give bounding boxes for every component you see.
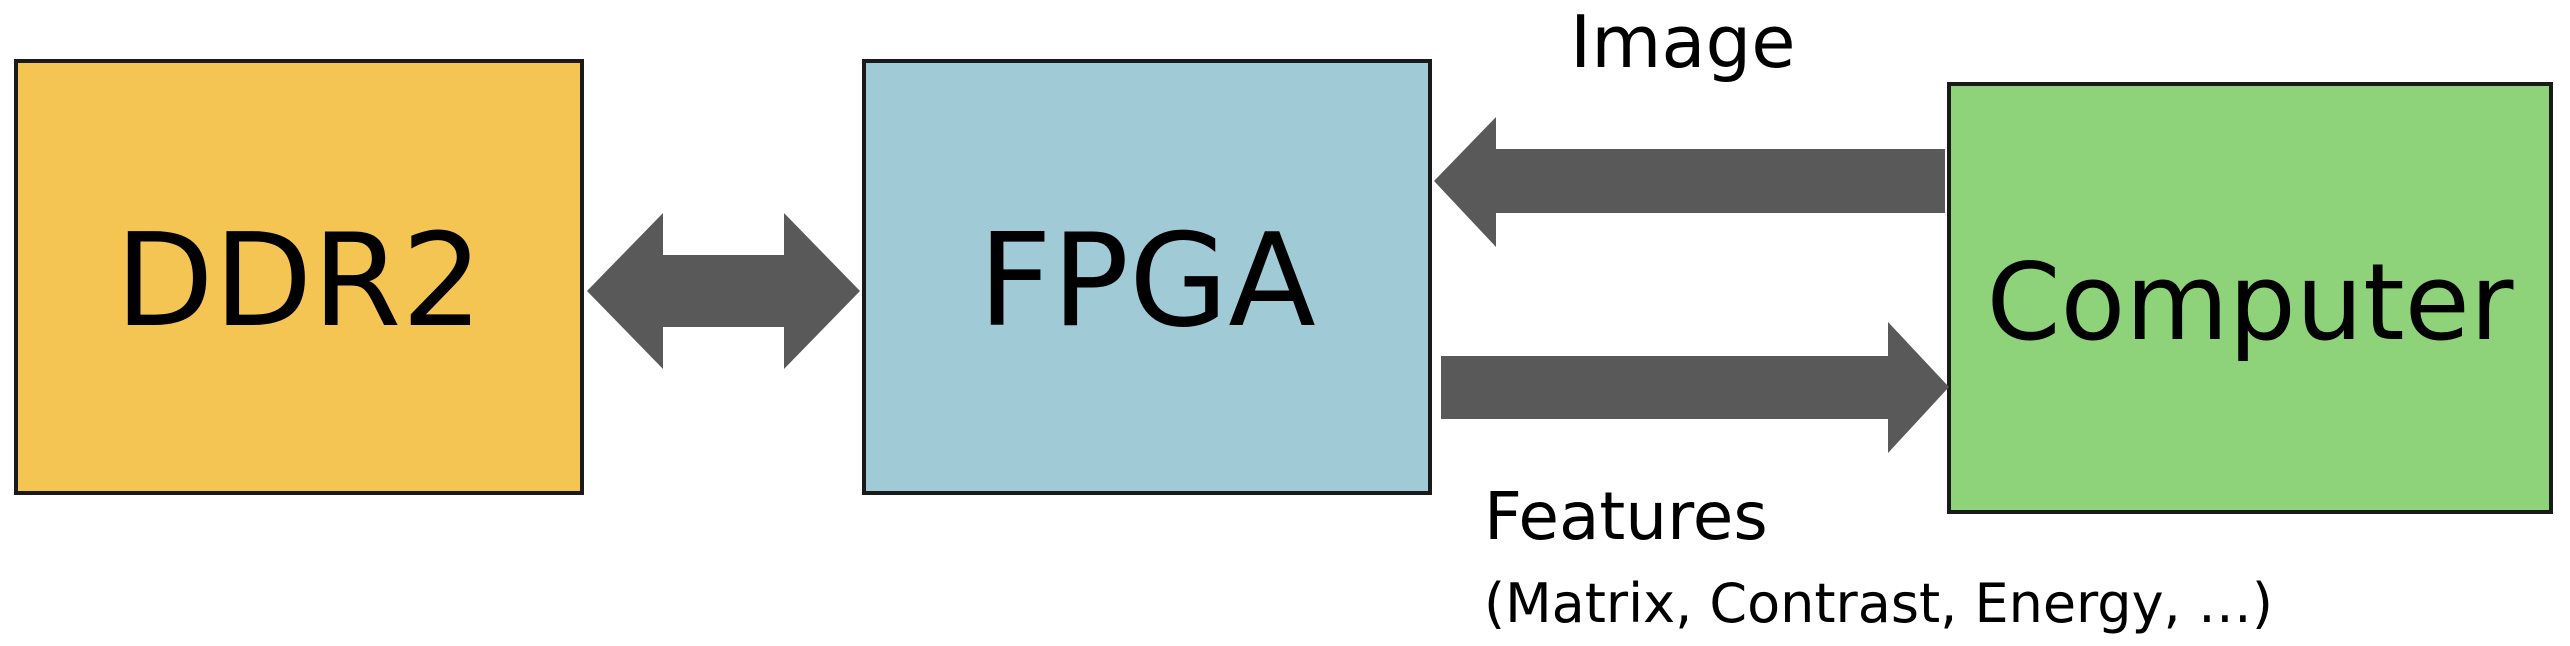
image-edge-label: Image: [1570, 0, 1796, 84]
ddr2-block: DDR2: [14, 59, 584, 495]
fpga-block: FPGA: [862, 59, 1432, 495]
computer-label: Computer: [1986, 240, 2514, 364]
fpga-label: FPGA: [978, 206, 1316, 356]
features-edge-label: Features: [1484, 478, 1768, 555]
image-arrow: [1434, 117, 1945, 247]
computer-block: Computer: [1947, 82, 2553, 514]
ddr2-label: DDR2: [115, 206, 483, 356]
ddr2-fpga-bidirectional-arrow: [587, 213, 860, 369]
features-detail-label: (Matrix, Contrast, Energy, …): [1484, 572, 2273, 635]
features-arrow: [1441, 322, 1949, 453]
